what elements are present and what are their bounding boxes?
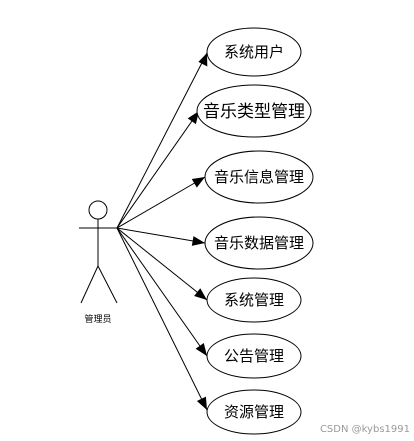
- edge-uc2: [116, 110, 200, 229]
- use-case-ellipse: [204, 216, 314, 270]
- actor-head: [88, 200, 108, 220]
- watermark: CSDN @kybs1991: [320, 424, 410, 435]
- use-case-uc7: 资源管理: [206, 389, 302, 435]
- edge-uc3: [116, 176, 206, 229]
- edge-uc1: [116, 52, 208, 229]
- use-case-label: 公告管理: [224, 347, 284, 365]
- use-case-label: 系统管理: [224, 291, 284, 309]
- arrowhead-uc2: [187, 111, 199, 125]
- use-case-uc5: 系统管理: [206, 277, 302, 323]
- edge-uc4: [116, 227, 206, 244]
- arrowhead-uc3: [191, 177, 205, 188]
- use-case-label: 资源管理: [224, 403, 284, 421]
- use-case-label: 音乐信息管理: [214, 168, 304, 186]
- use-case-ellipse: [206, 389, 302, 435]
- edge-uc7: [116, 227, 208, 411]
- actor-left-leg: [80, 265, 99, 304]
- use-case-uc6: 公告管理: [206, 333, 302, 379]
- use-case-uc2: 音乐类型管理: [196, 84, 312, 138]
- actor-label: 管理员: [84, 313, 111, 325]
- use-case-ellipse: [196, 84, 312, 138]
- associations: [116, 52, 208, 411]
- use-case-uc3: 音乐信息管理: [204, 150, 314, 204]
- use-case-label: 音乐类型管理: [203, 102, 305, 122]
- use-case-label: 音乐数据管理: [214, 234, 304, 252]
- edge-uc6: [116, 227, 208, 357]
- use-case-ellipse: [204, 150, 314, 204]
- arrowhead-uc5: [194, 288, 207, 300]
- actor: 管理员: [79, 200, 118, 325]
- use-case-label: 系统用户: [224, 43, 284, 61]
- edge-uc5: [116, 227, 208, 301]
- use-case-uc1: 系统用户: [206, 27, 302, 77]
- arrowhead-uc6: [195, 343, 207, 356]
- use-case-ellipse: [206, 277, 302, 323]
- use-case-ellipse: [206, 333, 302, 379]
- use-case-uc4: 音乐数据管理: [204, 216, 314, 270]
- arrowhead-uc4: [191, 236, 205, 246]
- actor-right-leg: [97, 265, 118, 304]
- arrowhead-uc1: [198, 53, 208, 67]
- use-case-ellipse: [206, 27, 302, 77]
- arrowhead-uc7: [196, 396, 207, 410]
